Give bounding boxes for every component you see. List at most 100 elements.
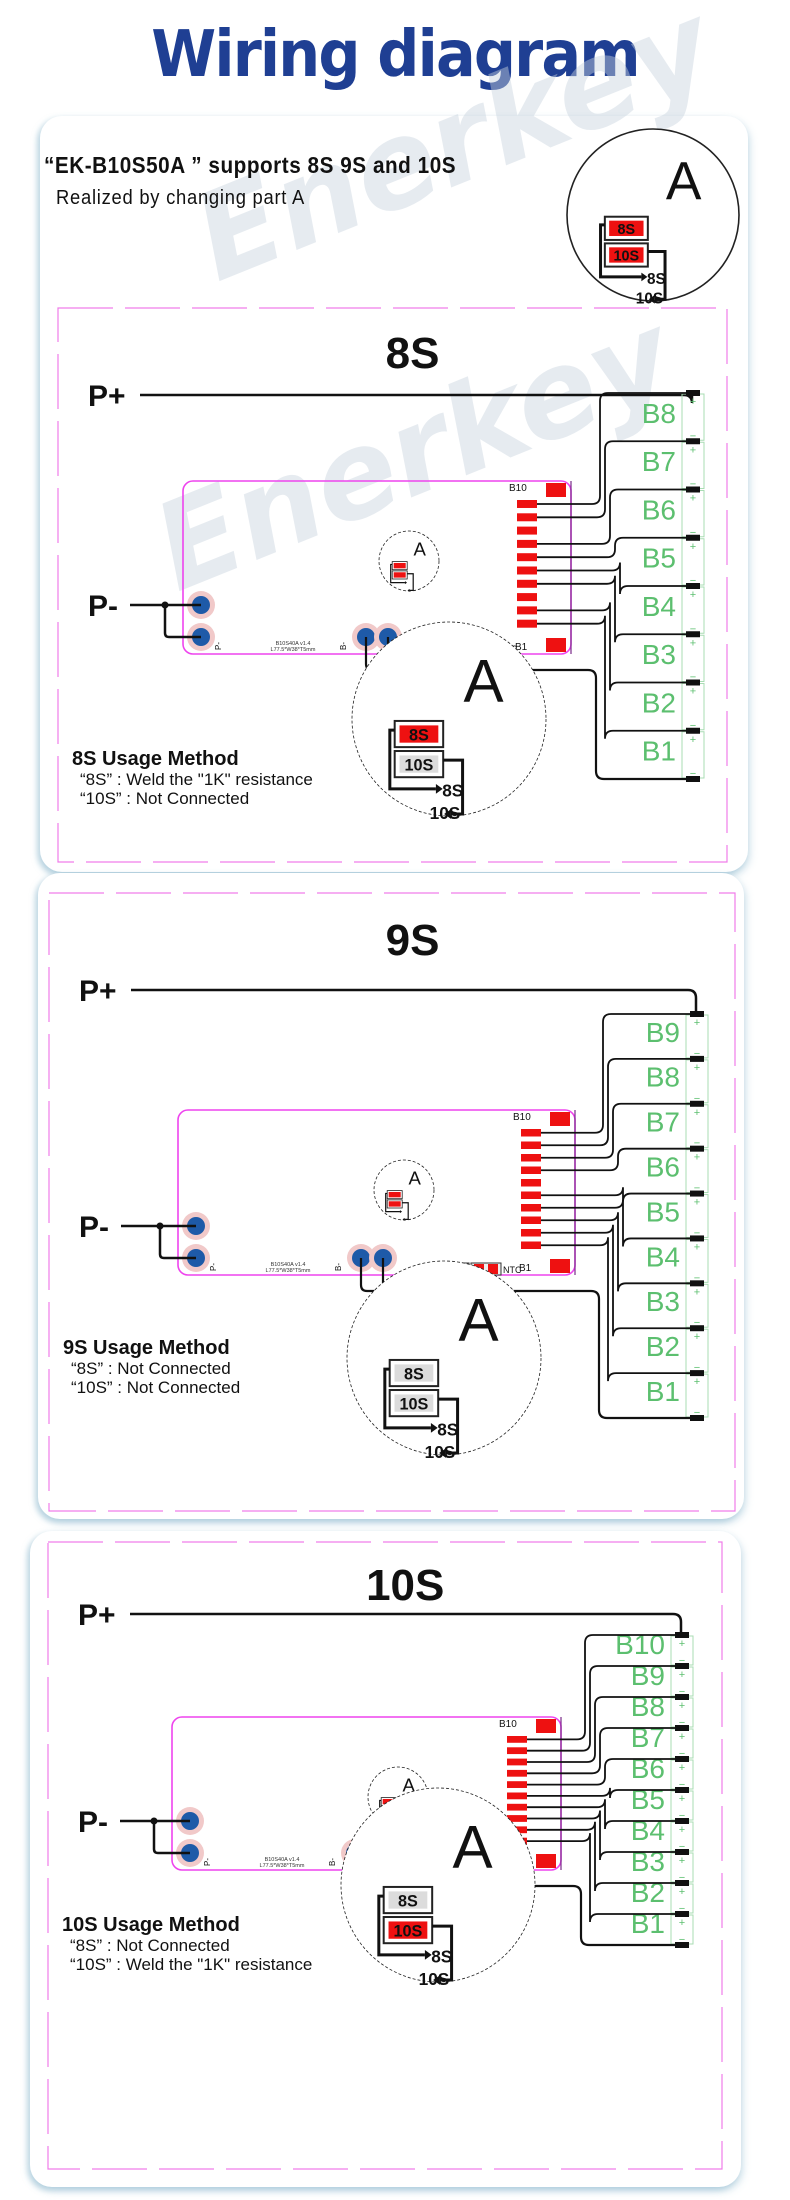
b10-pad <box>550 1112 570 1126</box>
cell-tap <box>675 1725 689 1731</box>
cell-minus-sign: − <box>679 1903 685 1915</box>
balance-wire <box>527 1799 681 1830</box>
balance-pad <box>517 553 537 562</box>
cell-minus-sign: − <box>690 575 696 587</box>
cell-label: B3 <box>631 1846 665 1877</box>
cell-minus-sign: − <box>690 527 696 539</box>
usage-method-line: “10S” : Weld the "1K" resistance <box>70 1955 312 1974</box>
cell-tap <box>690 1145 704 1152</box>
pcb-label-b1: B1 <box>519 1263 532 1274</box>
cell-label: B5 <box>631 1784 665 1815</box>
cell-minus-sign: − <box>679 1779 685 1791</box>
balance-wire <box>541 1199 696 1247</box>
arrow-10s <box>407 573 414 591</box>
balance-pad <box>517 539 537 548</box>
cell-plus-sign: + <box>679 1669 685 1681</box>
part-a-label: A <box>464 648 504 715</box>
cell-label: B5 <box>642 543 676 574</box>
balance-wire <box>541 1102 696 1159</box>
balance-pad <box>517 566 537 575</box>
pcb-label-b-minus: B- <box>339 642 348 650</box>
cell-tap <box>686 486 700 493</box>
arrowhead-8s <box>430 1422 438 1433</box>
cell-tap <box>686 583 700 589</box>
cell-tap <box>675 1787 689 1793</box>
cell-plus-sign: + <box>679 1731 685 1743</box>
p-plus-wire <box>130 1612 683 1635</box>
cell-minus-sign: − <box>690 768 696 780</box>
cell-label: B1 <box>642 736 676 767</box>
cell-label: B9 <box>631 1660 665 1691</box>
pcb-outline <box>182 480 572 655</box>
cell-minus-sign: − <box>694 1183 700 1195</box>
cell-plus-sign: + <box>679 1917 685 1929</box>
pcb-silk-size: L77.5*W38*T5mm <box>260 1863 305 1869</box>
chip-10s-label: 10S <box>614 249 640 265</box>
pcb-label-b10: B10 <box>499 1719 517 1730</box>
chip-8s-pad <box>394 1364 434 1382</box>
chip-8s-label: 8S <box>404 1365 424 1383</box>
arrowhead-8s <box>435 783 443 794</box>
usage-method-title: 8S Usage Method <box>72 748 239 770</box>
chip-10s-outline <box>603 242 649 268</box>
arrow-10s <box>432 1924 454 1982</box>
balance-pad <box>507 1736 527 1743</box>
cell-plus-sign: + <box>694 1331 700 1343</box>
section-8s: 8SB10B1ENNTCB10S40A v1.4L77.5*W38*T5mmP-… <box>57 307 728 863</box>
cell-tap <box>686 776 700 782</box>
chip-8s-outline <box>603 215 649 241</box>
pcb-label-b-minus: B- <box>328 1858 337 1866</box>
arrowhead-8s <box>424 1949 432 1960</box>
cell-tap <box>686 727 700 734</box>
arrowhead-10s <box>407 588 410 592</box>
section-frame <box>57 307 728 863</box>
cell-label: B7 <box>642 446 676 477</box>
p-minus-junction <box>150 1817 158 1825</box>
b10-pad <box>546 483 566 497</box>
b1-pad <box>536 1854 556 1868</box>
chip-10s-outline <box>388 1389 440 1418</box>
cell-tap <box>675 1911 689 1917</box>
chip-10s-outline <box>386 1199 403 1209</box>
balance-pad <box>517 593 537 602</box>
arrowhead-10s <box>444 809 451 819</box>
arrowhead-8s <box>641 272 648 282</box>
chip-8s-label: 8S <box>398 1892 418 1910</box>
cell-tap <box>675 1849 689 1855</box>
cell-tap <box>686 679 700 686</box>
cell-tap <box>690 1280 704 1287</box>
balance-wire <box>541 1147 696 1172</box>
chip-8s-outline <box>393 719 445 749</box>
cell-label: B10 <box>615 1629 665 1660</box>
chip-8s-label: 8S <box>409 726 429 744</box>
cell-plus-sign: + <box>679 1824 685 1836</box>
usage-method-title: 9S Usage Method <box>63 1337 230 1359</box>
usage-method-line: “8S” : Weld the "1K" resistance <box>80 770 313 789</box>
cell-minus-sign: − <box>694 1317 700 1329</box>
arrowhead-8s <box>404 581 408 585</box>
cell-plus-sign: + <box>690 493 696 505</box>
chip-8s-outline <box>388 1358 440 1388</box>
cell-tap <box>675 1880 689 1886</box>
balance-pad <box>517 513 537 522</box>
cell-minus-sign: − <box>679 1686 685 1698</box>
cell-tap <box>686 438 700 445</box>
pcb-label-b-minus: B- <box>334 1263 343 1271</box>
p-plus-wire <box>131 988 698 1014</box>
p-minus-label: P- <box>88 590 118 623</box>
part-a-label: A <box>409 1168 422 1189</box>
cell-minus-sign: − <box>679 1655 685 1667</box>
cell-plus-sign: + <box>694 1376 700 1388</box>
cell-plus-sign: + <box>679 1793 685 1805</box>
chip-10s-label: 10S <box>394 1922 423 1940</box>
section-9s: 9SB10B1ENNTCB10S40A v1.4L77.5*W38*T5mmP-… <box>48 892 736 1512</box>
part-a-label: A <box>403 1775 416 1796</box>
cell-label: B2 <box>631 1877 665 1908</box>
usage-method-title: 10S Usage Method <box>62 1914 240 1936</box>
balance-wire <box>541 1057 696 1147</box>
chip-8s-pad <box>609 220 644 236</box>
cell-tap <box>675 1694 689 1700</box>
pcb-silk-size: L77.5*W38*T5mm <box>266 1268 311 1274</box>
balance-pad <box>521 1129 541 1137</box>
cell-plus-sign: + <box>690 734 696 746</box>
